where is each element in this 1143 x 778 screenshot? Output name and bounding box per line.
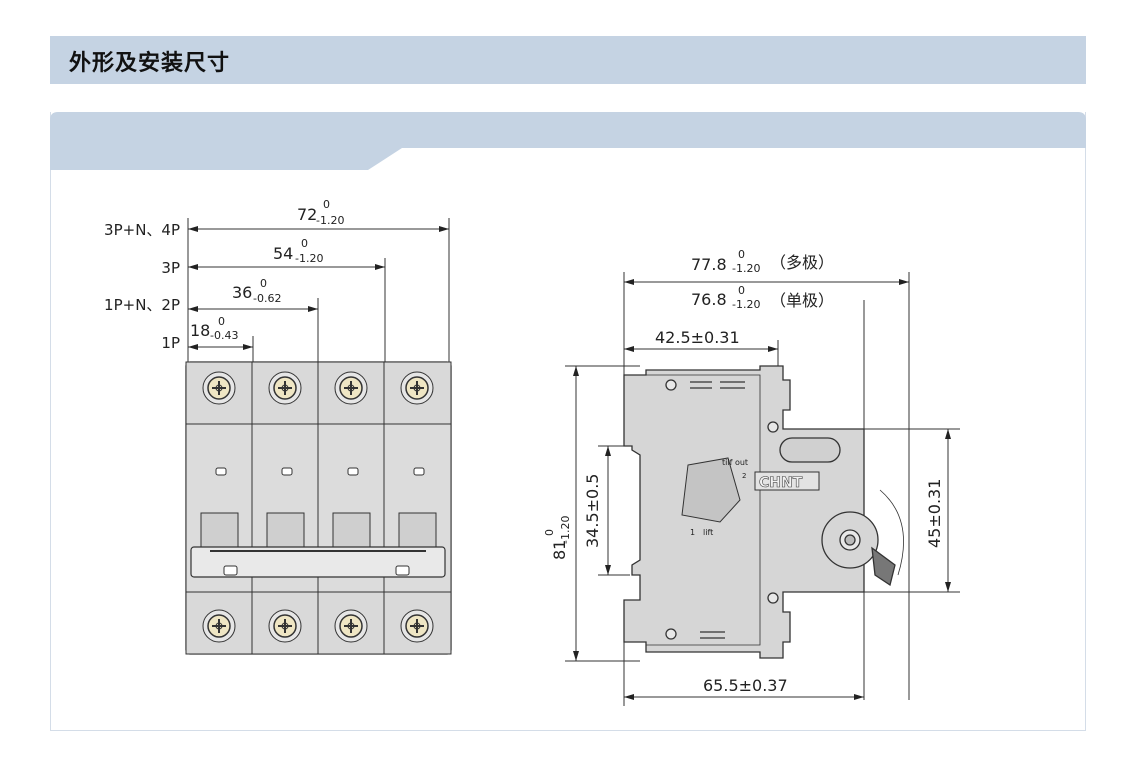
dim-81: 81 [550,540,569,560]
screw-center [281,384,289,392]
screw-center [413,384,421,392]
screw-slot [410,619,424,633]
dim-18: 18 [190,321,210,340]
dim-72: 72 [297,205,317,224]
section-header: 外形及安装尺寸 [50,36,1086,84]
screw-slot [212,619,226,633]
dim-42-5: 42.5±0.31 [655,328,740,347]
svg-text:-1.20: -1.20 [732,298,760,311]
side-texts: 77.8 0 -1.20 （多极） 76.8 0 -1.20 （单极） 42.5… [543,248,944,695]
label-1p: 1P [161,334,180,352]
svg-text:-1.20: -1.20 [316,214,344,227]
screw-center [347,622,355,630]
screw-slot [278,381,292,395]
note-multi: （多极） [770,253,834,272]
side-view [565,272,960,706]
svg-text:0: 0 [738,248,745,261]
svg-text:0: 0 [323,198,330,211]
label-3pn-4p: 3P+N、4P [104,221,180,239]
screw-center [413,622,421,630]
svg-text:-1.20: -1.20 [732,262,760,275]
svg-text:0: 0 [738,284,745,297]
svg-text:tilf out: tilf out [722,458,748,467]
svg-text:0: 0 [260,277,267,290]
screw-center [347,384,355,392]
dim-76-8: 76.8 [691,290,727,309]
note-single: （单极） [770,291,834,310]
svg-text:-1.20: -1.20 [295,252,323,265]
svg-text:2: 2 [742,472,746,480]
screw-slot [344,619,358,633]
screw-center [215,622,223,630]
screw-slot [212,381,226,395]
dim-54: 54 [273,244,293,263]
label-1pn-2p: 1P+N、2P [104,296,180,314]
screw-slot [344,381,358,395]
side-body [623,365,904,659]
brand-logo: CHNT [759,475,803,491]
dim-77-8: 77.8 [691,255,727,274]
svg-text:-0.43: -0.43 [210,329,238,342]
screw-center [281,622,289,630]
svg-text:-1.20: -1.20 [559,516,572,544]
svg-text:0: 0 [543,529,556,536]
panel-tab-header [50,112,1086,170]
front-labels: 3P+N、4P 3P 1P+N、2P 1P [104,221,180,352]
dim-65-5: 65.5±0.37 [703,676,788,695]
svg-text:1: 1 [690,528,695,537]
dim-45: 45±0.31 [925,479,944,548]
dim-36: 36 [232,283,252,302]
screw-slot [410,381,424,395]
terminal-screws [202,371,434,643]
front-dimensions: 72 0 -1.20 54 0 -1.20 36 0 -0.62 18 0 -0… [190,198,344,342]
section-title: 外形及安装尺寸 [69,51,231,76]
label-3p: 3P [161,259,180,277]
front-view [185,218,452,655]
dim-34-5: 34.5±0.5 [583,474,602,548]
screw-center [215,384,223,392]
svg-text:lift: lift [703,528,713,537]
screw-slot [278,619,292,633]
svg-text:0: 0 [301,237,308,250]
svg-text:0: 0 [218,315,225,328]
svg-text:-0.62: -0.62 [253,292,281,305]
